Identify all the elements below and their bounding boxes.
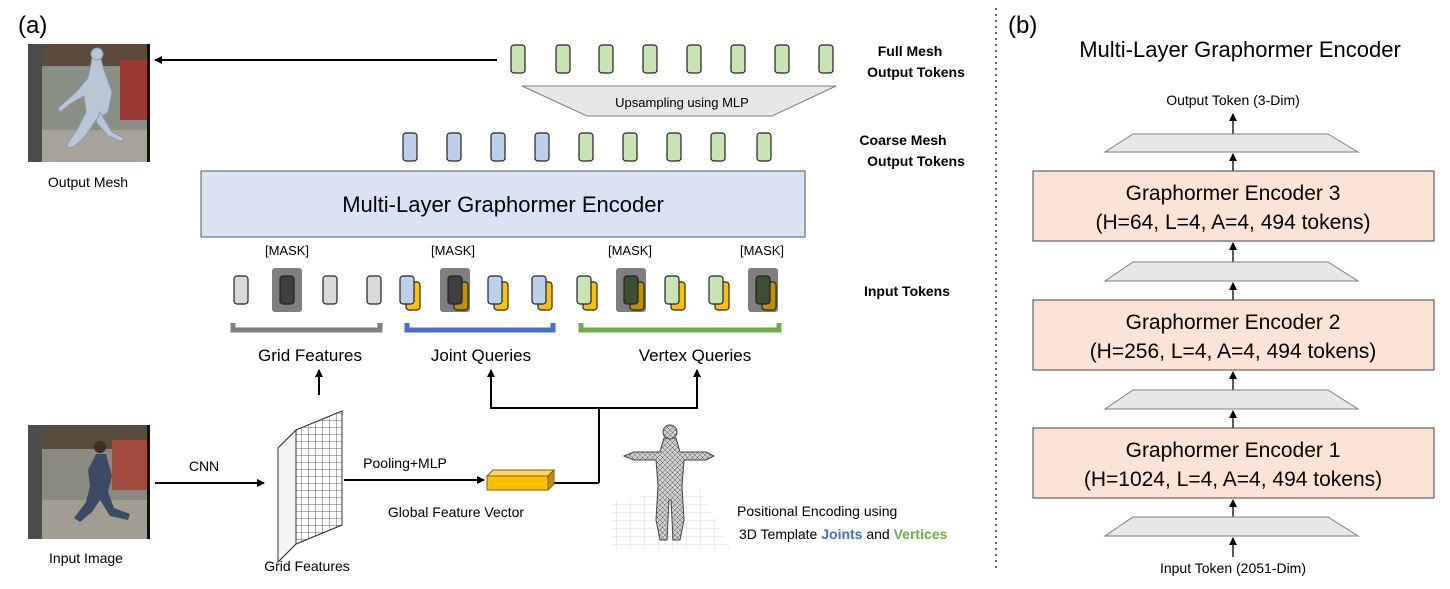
grid-features-group-label: Grid Features bbox=[258, 346, 362, 365]
mask-label-vertex-1: [MASK] bbox=[608, 243, 652, 258]
mask-label-grid: [MASK] bbox=[265, 243, 309, 258]
pos-enc-line1: Positional Encoding using bbox=[737, 503, 897, 519]
upsampling-trapezoid bbox=[521, 85, 837, 117]
input-token-label: Input Token (2051-Dim) bbox=[1160, 560, 1306, 576]
encoder-3-name: Graphormer Encoder 3 bbox=[1126, 182, 1341, 205]
encoder-3-params: (H=64, L=4, A=4, 494 tokens) bbox=[1096, 211, 1371, 234]
encoder-1-params: (H=1024, L=4, A=4, 494 tokens) bbox=[1084, 468, 1382, 491]
upsampling-label: Upsampling using MLP bbox=[615, 95, 749, 110]
mask-label-joint: [MASK] bbox=[431, 243, 475, 258]
grid-bracket bbox=[230, 323, 383, 333]
joint-bracket bbox=[404, 323, 556, 333]
graphormer-encoder-1-box bbox=[1032, 427, 1435, 499]
full-mesh-label-2: Output Tokens bbox=[867, 64, 965, 80]
output-mesh-image bbox=[28, 44, 150, 162]
grid-feature-block bbox=[277, 410, 343, 564]
grid-features-label: Grid Features bbox=[264, 558, 350, 574]
pos-enc-joints: Joints bbox=[821, 526, 862, 542]
mlp-trapezoid-mid-1 bbox=[1103, 261, 1360, 282]
input-image bbox=[28, 425, 150, 539]
pos-enc-vertices: Vertices bbox=[894, 526, 948, 542]
global-feature-label: Global Feature Vector bbox=[388, 504, 525, 520]
coarse-mesh-label-1: Coarse Mesh bbox=[859, 132, 946, 148]
graphormer-encoder-2-box bbox=[1032, 299, 1435, 371]
encoder-2-name: Graphormer Encoder 2 bbox=[1126, 311, 1341, 334]
pooling-label: Pooling+MLP bbox=[363, 455, 447, 471]
vertex-query-tokens bbox=[576, 268, 778, 312]
coarse-mesh-label-2: Output Tokens bbox=[867, 153, 965, 169]
panel-b-title: Multi-Layer Graphormer Encoder bbox=[1079, 37, 1401, 62]
encoder-1-name: Graphormer Encoder 1 bbox=[1126, 439, 1341, 462]
panel-a-tag: (a) bbox=[18, 12, 47, 39]
panel-b-tag: (b) bbox=[1008, 12, 1037, 39]
pos-enc-line2: 3D Template Joints and Vertices bbox=[739, 526, 948, 542]
graphormer-encoder-box bbox=[200, 170, 806, 238]
mlp-trapezoid-mid-2 bbox=[1103, 389, 1360, 410]
encoder-2-params: (H=256, L=4, A=4, 494 tokens) bbox=[1090, 340, 1377, 363]
graphormer-encoder-label: Multi-Layer Graphormer Encoder bbox=[342, 192, 664, 217]
template-mesh-image bbox=[612, 424, 730, 550]
pos-enc-and: and bbox=[862, 526, 893, 542]
pos-enc-prefix: 3D Template bbox=[739, 526, 821, 542]
graphormer-encoder-3-box bbox=[1032, 170, 1435, 242]
coarse-mesh-output-tokens bbox=[402, 132, 772, 162]
vertex-bracket bbox=[578, 323, 782, 333]
output-mesh-label: Output Mesh bbox=[48, 174, 128, 190]
cnn-label: CNN bbox=[189, 458, 219, 474]
vertex-queries-label: Vertex Queries bbox=[639, 346, 751, 365]
grid-feature-tokens bbox=[233, 268, 382, 312]
full-mesh-label-1: Full Mesh bbox=[878, 43, 943, 59]
global-feature-vector bbox=[485, 468, 556, 492]
full-mesh-output-tokens bbox=[510, 44, 834, 74]
joint-queries-label: Joint Queries bbox=[431, 346, 531, 365]
input-tokens-label: Input Tokens bbox=[864, 283, 950, 299]
mask-label-vertex-2: [MASK] bbox=[740, 243, 784, 258]
input-image-label: Input Image bbox=[49, 550, 123, 566]
mlp-trapezoid-bottom bbox=[1103, 516, 1360, 537]
mlp-trapezoid-top bbox=[1103, 133, 1360, 153]
output-token-label: Output Token (3-Dim) bbox=[1166, 92, 1300, 108]
query-branch-arrows bbox=[487, 369, 701, 484]
joint-query-tokens bbox=[399, 268, 553, 312]
